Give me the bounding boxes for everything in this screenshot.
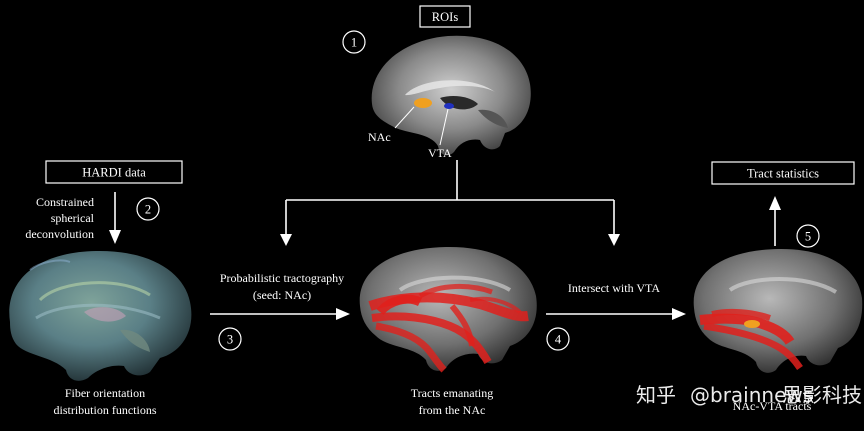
step-3-number: 3 <box>227 333 233 347</box>
fod-label-line2: distribution functions <box>54 403 157 417</box>
watermark-org: 思影科技 <box>782 383 862 407</box>
prob-tract-label-line1: Probabilistic tractography <box>220 271 344 285</box>
step-2-circle <box>136 197 160 221</box>
nac-vta-tracts-label: NAc-VTA tracts <box>733 399 812 413</box>
brain-rois <box>371 35 531 156</box>
vta-label: VTA <box>428 146 452 160</box>
step-4-arrow <box>546 308 686 320</box>
watermark: 知乎 @brainnews 思影科技 <box>636 383 862 407</box>
tracts-label-line1: Tracts emanating <box>411 386 494 400</box>
prob-tract-label-line2: (seed: NAc) <box>253 288 311 302</box>
step-5-arrow <box>769 196 781 246</box>
tract-stats-box-label: Tract statistics <box>747 167 819 181</box>
brain-fod <box>9 250 192 381</box>
watermark-platform: 知乎 <box>636 383 676 407</box>
step-3-arrow <box>210 308 350 320</box>
step-5-number: 5 <box>805 230 811 244</box>
nac-roi-marker <box>414 98 432 108</box>
step-5-circle <box>796 224 820 248</box>
tract-stats-box <box>711 161 855 185</box>
rois-box <box>419 5 471 28</box>
step-4-number: 4 <box>555 333 562 347</box>
csd-label-line2: spherical <box>51 211 95 225</box>
step-4-circle <box>546 327 570 351</box>
vta-roi-marker <box>444 103 454 109</box>
csd-label-line3: deconvolution <box>25 227 94 241</box>
tracts-label-line2: from the NAc <box>419 403 486 417</box>
step-1-number: 1 <box>351 36 357 50</box>
hardi-box-label: HARDI data <box>82 166 146 180</box>
nac-marker-right <box>744 320 760 328</box>
step-1-circle <box>342 30 366 54</box>
step-3-circle <box>218 327 242 351</box>
brain-nac-vta <box>693 248 863 373</box>
rois-box-label: ROIs <box>432 10 459 24</box>
fod-label-line1: Fiber orientation <box>65 386 145 400</box>
nac-label: NAc <box>368 130 391 144</box>
roi-branch-arrows <box>280 160 620 246</box>
intersect-label: Intersect with VTA <box>568 281 660 295</box>
step-2-number: 2 <box>145 203 151 217</box>
csd-label-line1: Constrained <box>36 195 94 209</box>
hardi-down-arrow <box>109 192 121 244</box>
brain-tracts <box>359 246 537 373</box>
watermark-handle: @brainnews <box>690 383 813 407</box>
nac-tract-bundle <box>368 283 529 373</box>
hardi-box <box>45 160 183 184</box>
